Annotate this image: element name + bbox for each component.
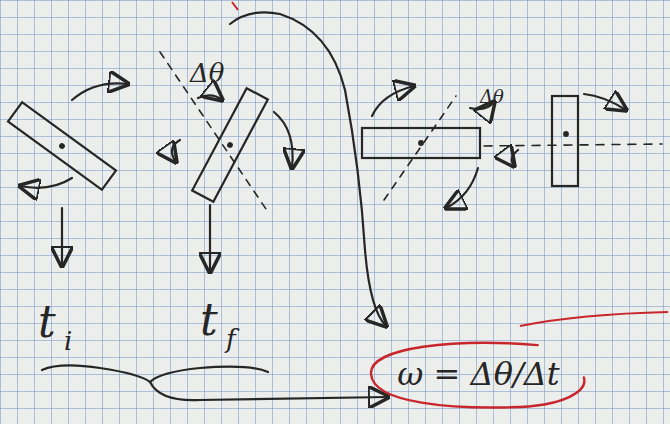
time-subscript: f (226, 326, 236, 352)
angle-label: Δθ (190, 60, 224, 86)
time-subscript: i (64, 328, 72, 354)
formula-ellipse: ω = Δθ/Δt (369, 338, 588, 410)
time-symbol: t (38, 300, 56, 344)
time-symbol: t (200, 298, 218, 342)
formula-text: ω = Δθ/Δt (397, 358, 559, 390)
angle-label: Δθ (480, 88, 504, 106)
